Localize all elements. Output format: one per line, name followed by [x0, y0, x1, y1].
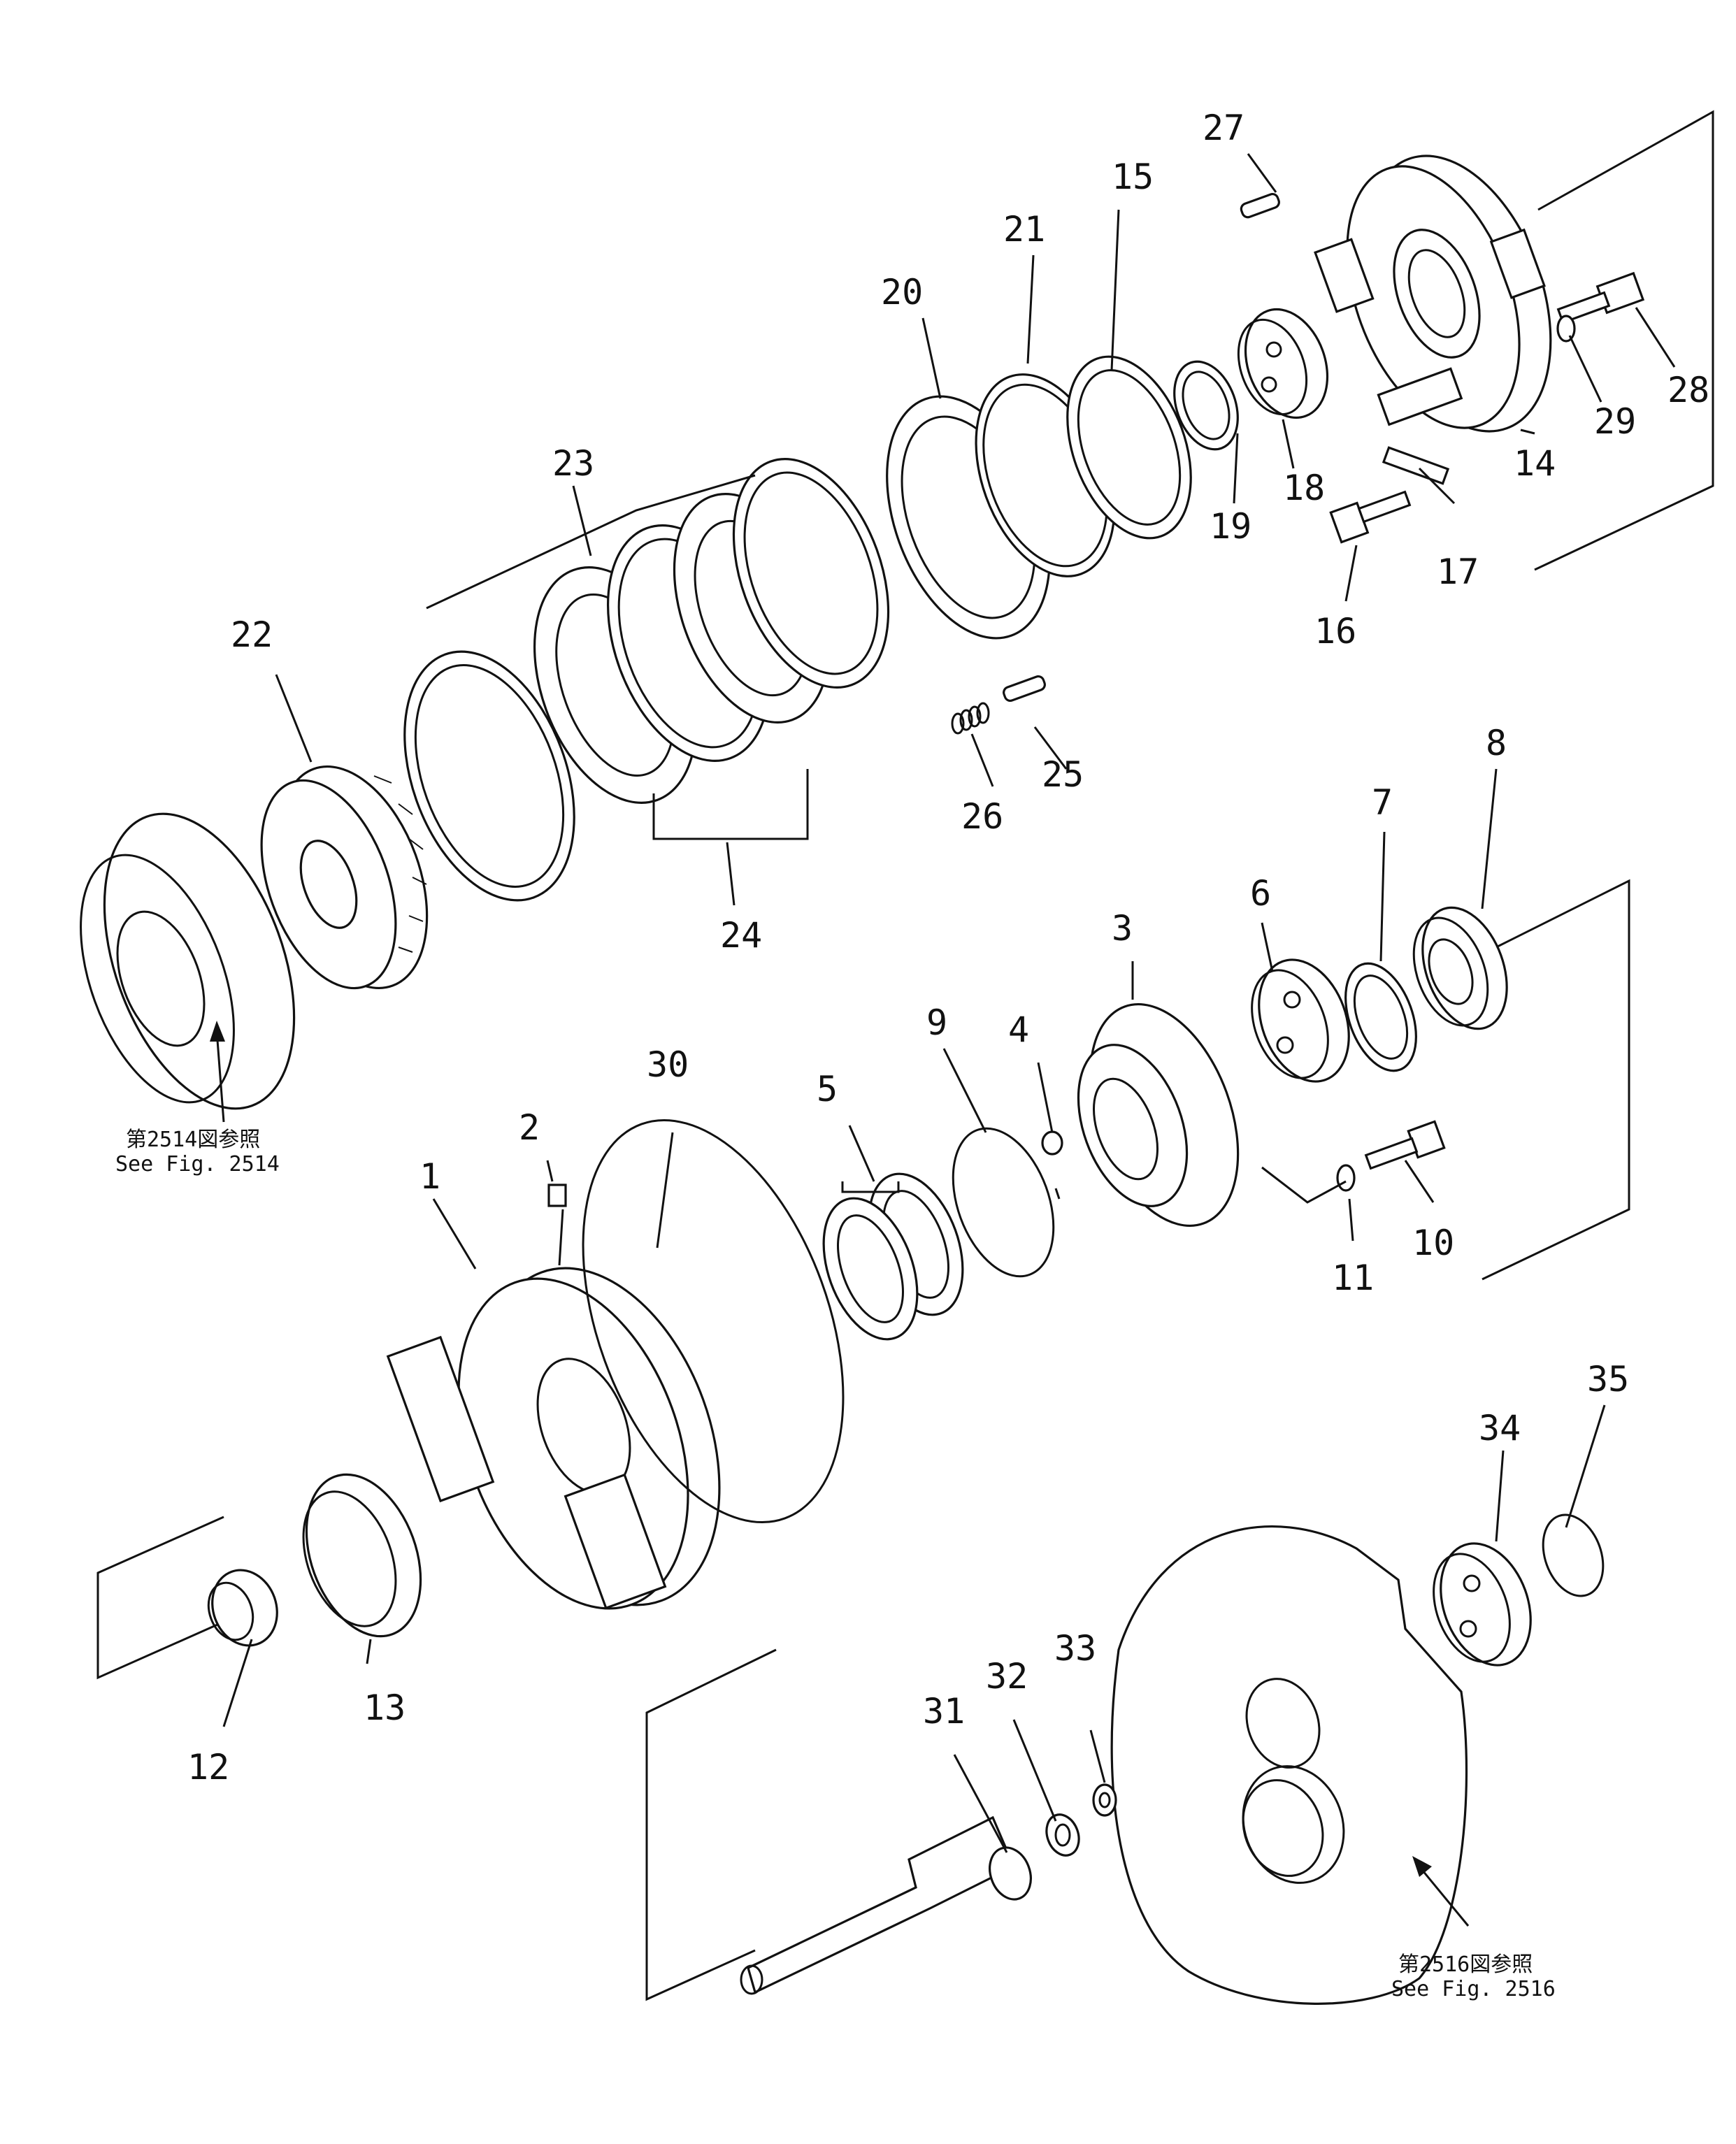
part-7-snap-ring [1344, 962, 1417, 1072]
callout-33: 33 [1054, 1628, 1096, 1669]
callout-26: 26 [961, 796, 1003, 837]
part-3-carrier [1077, 1002, 1240, 1228]
callout-8: 8 [1486, 723, 1507, 763]
callout-13: 13 [364, 1688, 406, 1728]
part-29-washer [1556, 315, 1576, 343]
callout-23: 23 [552, 443, 594, 484]
group-bracket-upper [1534, 110, 1714, 571]
callout-15: 15 [1112, 157, 1154, 197]
callout-22: 22 [231, 614, 273, 655]
part-12-bushing [207, 1569, 278, 1647]
group-bracket-middle [1482, 879, 1630, 1281]
callout-31: 31 [923, 1691, 965, 1732]
part-26-spring [951, 702, 990, 735]
reference-arrow-2516 [1412, 1856, 1470, 1927]
callout-2: 2 [519, 1107, 540, 1148]
part-32-bearing [1045, 1813, 1080, 1857]
part-18-bearing [1237, 308, 1329, 419]
callout-18: 18 [1283, 468, 1325, 508]
reference-arrow-2514 [210, 1021, 225, 1123]
callout-7: 7 [1372, 782, 1393, 823]
part-14-housing [1314, 154, 1552, 433]
fig2514-en-label: See Fig. 2514 [115, 1152, 280, 1177]
part-5-seal-rings [822, 1172, 964, 1341]
fig2516-en-label: See Fig. 2516 [1391, 1977, 1556, 2001]
callout-19: 19 [1210, 506, 1251, 547]
callout-35: 35 [1587, 1359, 1629, 1400]
part-2-breather [547, 1183, 567, 1207]
part-33-washer [1092, 1783, 1117, 1817]
part-11-washer [1336, 1164, 1356, 1192]
callout-20: 20 [881, 272, 923, 312]
callout-12: 12 [187, 1747, 229, 1787]
callout-28: 28 [1667, 370, 1709, 410]
callout-27: 27 [1203, 108, 1244, 148]
callout-5: 5 [817, 1069, 838, 1109]
part-27-pin [1240, 192, 1280, 219]
callout-29: 29 [1594, 401, 1636, 442]
callout-3: 3 [1112, 908, 1133, 949]
callout-17: 17 [1437, 552, 1479, 592]
figure-reference-2516: 第2516図参照 See Fig. 2516 [1391, 1952, 1556, 2001]
fig2516-jp-label: 第2516図参照 [1398, 1952, 1533, 1977]
part-drum-fig2514 [80, 812, 296, 1110]
part-28-bolt [1556, 271, 1645, 324]
callout-24: 24 [720, 915, 762, 956]
part-13-seal [302, 1473, 422, 1638]
fig2514-jp-label: 第2514図参照 [126, 1128, 260, 1152]
callout-1: 1 [419, 1156, 440, 1197]
part-16-bolt [1329, 490, 1412, 544]
part-25-pin [1003, 675, 1046, 703]
callout-32: 32 [986, 1656, 1028, 1697]
part-4-plug [1041, 1130, 1063, 1156]
part-35-snap-ring [1542, 1513, 1605, 1597]
callout-6: 6 [1250, 873, 1271, 914]
part-23-separator-plate-rear [732, 458, 890, 689]
part-30-o-ring [582, 1118, 845, 1524]
lower-case-housing [1110, 1525, 1468, 2005]
leader-lines [222, 153, 1676, 1853]
callout-34: 34 [1479, 1408, 1521, 1448]
callout-30: 30 [647, 1044, 689, 1085]
part-6-bearing [1251, 958, 1350, 1083]
figure-reference-2514: 第2514図参照 See Fig. 2514 [115, 1128, 280, 1177]
callout-labels: 1 2 3 4 5 6 7 8 9 10 11 12 13 14 15 16 1… [187, 108, 1709, 1787]
callout-10: 10 [1412, 1223, 1454, 1263]
callout-21: 21 [1003, 209, 1045, 250]
callout-9: 9 [926, 1002, 947, 1043]
part-8-bearing [1412, 906, 1508, 1030]
part-9-o-ring [952, 1127, 1055, 1278]
part-17-lock-plate [1382, 446, 1450, 485]
part-23-separator-plate-front [403, 650, 575, 902]
part-15-seal-ring [1066, 355, 1192, 540]
callout-14: 14 [1514, 443, 1556, 484]
part-1-retainer [386, 1267, 721, 1610]
group-bracket-left [96, 1516, 224, 1680]
part-19-snap-ring [1173, 360, 1239, 451]
part-shaft [740, 1815, 1016, 1995]
part-22-hub [260, 765, 429, 990]
callout-16: 16 [1314, 611, 1356, 652]
group-bracket-lower [645, 1648, 777, 2001]
part-10-bolt [1364, 1120, 1446, 1170]
part-31-needle-bearing [989, 1846, 1032, 1901]
part-34-bearing [1433, 1542, 1532, 1667]
callout-4: 4 [1008, 1009, 1029, 1050]
callout-11: 11 [1332, 1258, 1374, 1298]
callout-25: 25 [1042, 754, 1084, 795]
